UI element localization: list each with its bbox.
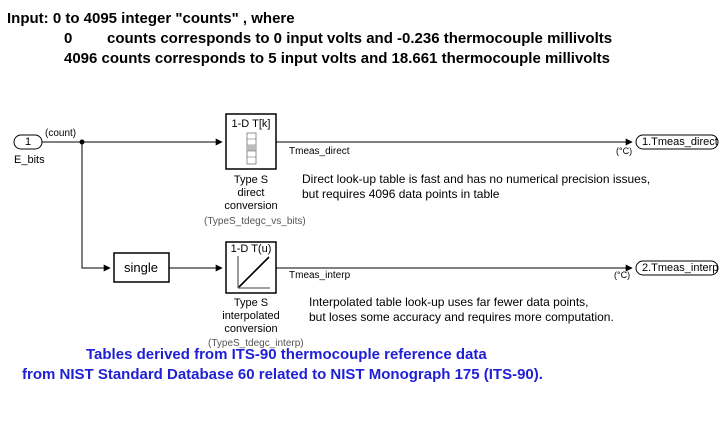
signal-label-count: (count) [45,128,77,139]
outport-interp-label: 2.Tmeas_interp [642,262,719,274]
signal-label-tmeas-interp: Tmeas_interp [289,270,351,281]
signal-label-tmeas-direct: Tmeas_direct [289,146,350,157]
direct-lookup-block[interactable] [225,113,277,170]
direct-block-caption: Type S direct conversion [224,174,278,212]
note-interp: Interpolated table look-up uses far fewe… [309,295,614,324]
outport-tmeas-direct[interactable] [635,134,719,150]
header-line-2: counts corresponds to 0 input volts and … [107,30,613,47]
inport-number: 1 [25,136,32,148]
header-line-1: Input: 0 to 4095 integer "counts" , wher… [7,10,295,27]
header-line-2-zero: 0 [64,30,73,47]
interp-block-caption: Type S interpolated conversion [222,297,280,335]
direct-block-icon-label: 1-D T[k] [231,118,271,130]
outport-direct-label: 1.Tmeas_direct [642,136,718,148]
direct-block-parameter: (TypeS_tdegc_vs_bits) [204,216,306,227]
interp-lookup-block[interactable] [225,241,277,294]
interp-block-icon-label: 1-D T(u) [230,243,272,255]
footer-line-2: from NIST Standard Database 60 related t… [22,366,543,383]
header-line-3: 4096 counts corresponds to 5 input volts… [64,50,610,67]
inport-name: E_bits [14,154,45,166]
outport-interp-unit: (°C) [614,270,631,280]
signal-line-count[interactable] [42,138,223,272]
single-block-label: single [124,260,158,275]
note-direct: Direct look-up table is fast and has no … [302,172,651,201]
outport-tmeas-interp[interactable] [635,260,719,276]
footer-line-1: Tables derived from ITS-90 thermocouple … [86,346,487,363]
outport-direct-unit: (°C) [616,146,633,156]
interp-block-parameter: (TypeS_tdegc_interp) [208,338,304,349]
single-conversion-block[interactable] [113,252,170,283]
